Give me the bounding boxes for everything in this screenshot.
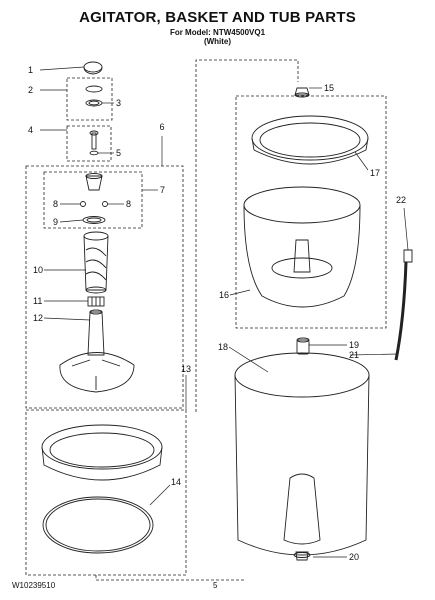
overflow-hose (394, 249, 413, 361)
agitator-base (59, 309, 135, 393)
callout-15: 15 (324, 83, 334, 93)
callout-5: 5 (116, 148, 121, 158)
group-box-15-17 (235, 95, 387, 329)
callout-1: 1 (28, 65, 33, 75)
callout-20: 20 (349, 552, 359, 562)
callout-2: 2 (28, 85, 33, 95)
tub-ring (41, 424, 163, 554)
callout-21: 21 (349, 350, 359, 360)
model-line: For Model: NTW4500VQ1 (169, 28, 266, 37)
balance-ring (251, 115, 369, 165)
model-subtitle: For Model: NTW4500VQ1 (White) (0, 28, 435, 46)
callout-16: 16 (219, 290, 229, 300)
callout-7: 7 (160, 185, 165, 195)
callout-19: 19 (349, 340, 359, 350)
upper-agitator-assembly (80, 173, 108, 224)
leader-lines (39, 66, 409, 558)
callout-9: 9 (53, 217, 58, 227)
group-box-6 (25, 165, 184, 409)
callout-14: 14 (171, 477, 181, 487)
callout-8-left: 8 (53, 199, 58, 209)
agitator-dogs (87, 296, 105, 307)
document-code: W10239510 (12, 581, 56, 590)
wash-basket (243, 186, 361, 308)
color-line: (White) (203, 37, 232, 46)
connector-dashed-bottom (95, 575, 245, 581)
page-number: 5 (213, 581, 218, 590)
group-box-4 (66, 125, 112, 162)
callout-13: 13 (181, 364, 191, 374)
callout-8-right: 8 (126, 199, 131, 209)
callout-17: 17 (370, 168, 380, 178)
callout-22: 22 (396, 195, 406, 205)
tub-bolt (295, 551, 309, 561)
callout-12: 12 (33, 313, 43, 323)
basket-drive-nut (294, 87, 310, 98)
tub-fitting (296, 337, 310, 355)
callout-3: 3 (116, 98, 121, 108)
outer-tub (234, 352, 370, 558)
cap-seal (85, 85, 103, 107)
group-box-7 (43, 171, 143, 229)
diagram-title: AGITATOR, BASKET AND TUB PARTS (79, 9, 356, 26)
group-box-2 (66, 77, 113, 121)
callout-6: 6 (159, 122, 164, 132)
callout-10: 10 (33, 265, 43, 275)
group-box-13 (25, 409, 187, 576)
connector-dashed (195, 59, 299, 412)
agitator-auger (83, 231, 109, 294)
callout-11: 11 (33, 296, 42, 306)
agitator-cap (83, 61, 103, 75)
callout-18: 18 (218, 342, 228, 352)
agitator-bolt (89, 130, 99, 156)
callout-4: 4 (28, 125, 33, 135)
